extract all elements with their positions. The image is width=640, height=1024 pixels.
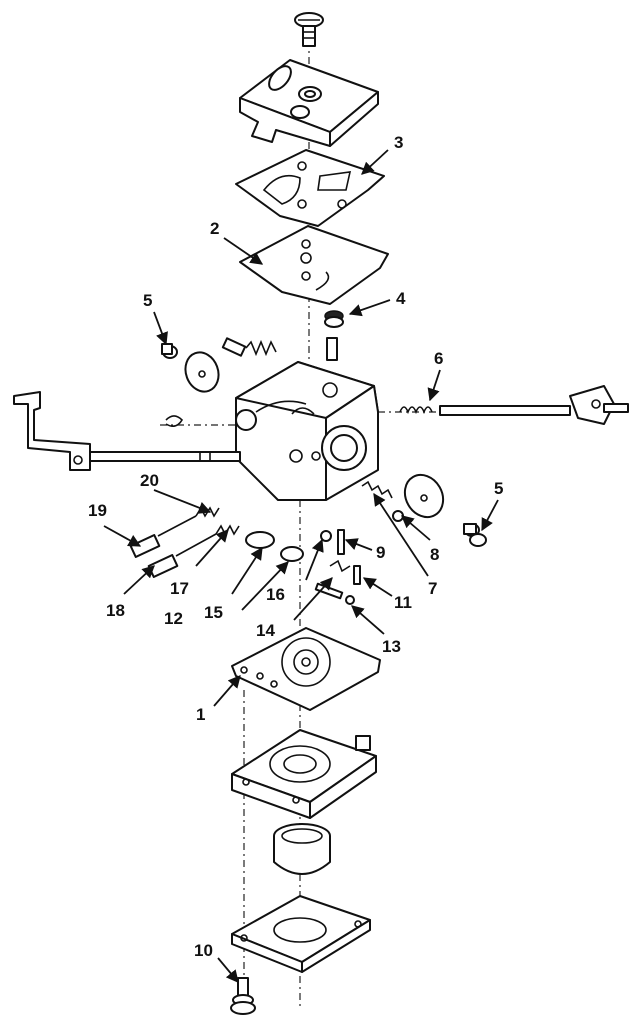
detent-spring: [361, 480, 404, 522]
callout-14: 14: [256, 621, 275, 640]
adjusting-needle-high: [129, 506, 220, 558]
idle-screw-spring: [221, 337, 277, 357]
throttle-plate: [161, 343, 220, 393]
callout-3: 3: [394, 133, 403, 152]
inlet-needle: [314, 529, 361, 605]
choke-shaft: [399, 385, 629, 425]
metering-cover: [231, 729, 377, 819]
plate-screw-right: [469, 533, 487, 547]
callout-13: 13: [382, 637, 401, 656]
carburetor-body: [235, 361, 379, 501]
callout-20: 20: [140, 471, 159, 490]
callout-7: 7: [428, 579, 437, 598]
callout-19: 19: [88, 501, 107, 520]
callout-12: 12: [164, 609, 183, 628]
choke-plate: [403, 473, 480, 537]
primer-bulb: [273, 823, 331, 875]
inlet-screen: [324, 310, 344, 328]
callout-labels: 3 2 4 5 6 5 7 8 9 11 13 14 12 15 16 17 1…: [88, 133, 503, 960]
callout-6: 6: [434, 349, 443, 368]
cover-screw: [294, 12, 324, 47]
shaft-clip: [165, 415, 184, 428]
callout-17: 17: [170, 579, 189, 598]
fuel-fitting: [326, 337, 338, 361]
callout-16: 16: [266, 585, 285, 604]
callout-5-left: 5: [143, 291, 152, 310]
metering-gasket: [231, 627, 381, 711]
callout-4: 4: [396, 289, 406, 308]
callout-18: 18: [106, 601, 125, 620]
callout-2: 2: [210, 219, 219, 238]
callout-5-right: 5: [494, 479, 503, 498]
callout-8: 8: [430, 545, 439, 564]
callout-10: 10: [194, 941, 213, 960]
pump-gasket: [235, 149, 385, 227]
primer-cover: [231, 895, 371, 973]
callout-1: 1: [196, 705, 205, 724]
leader-lines: [103, 149, 499, 983]
welch-plug-large: [245, 531, 275, 549]
callout-15: 15: [204, 603, 223, 622]
callout-9: 9: [376, 543, 385, 562]
throttle-lever: [13, 391, 241, 471]
bottom-screw: [230, 977, 256, 1015]
callout-11: 11: [394, 593, 412, 612]
pump-diaphragm: [239, 225, 389, 305]
welch-plug-small: [280, 546, 304, 562]
pump-cover: [239, 59, 379, 147]
